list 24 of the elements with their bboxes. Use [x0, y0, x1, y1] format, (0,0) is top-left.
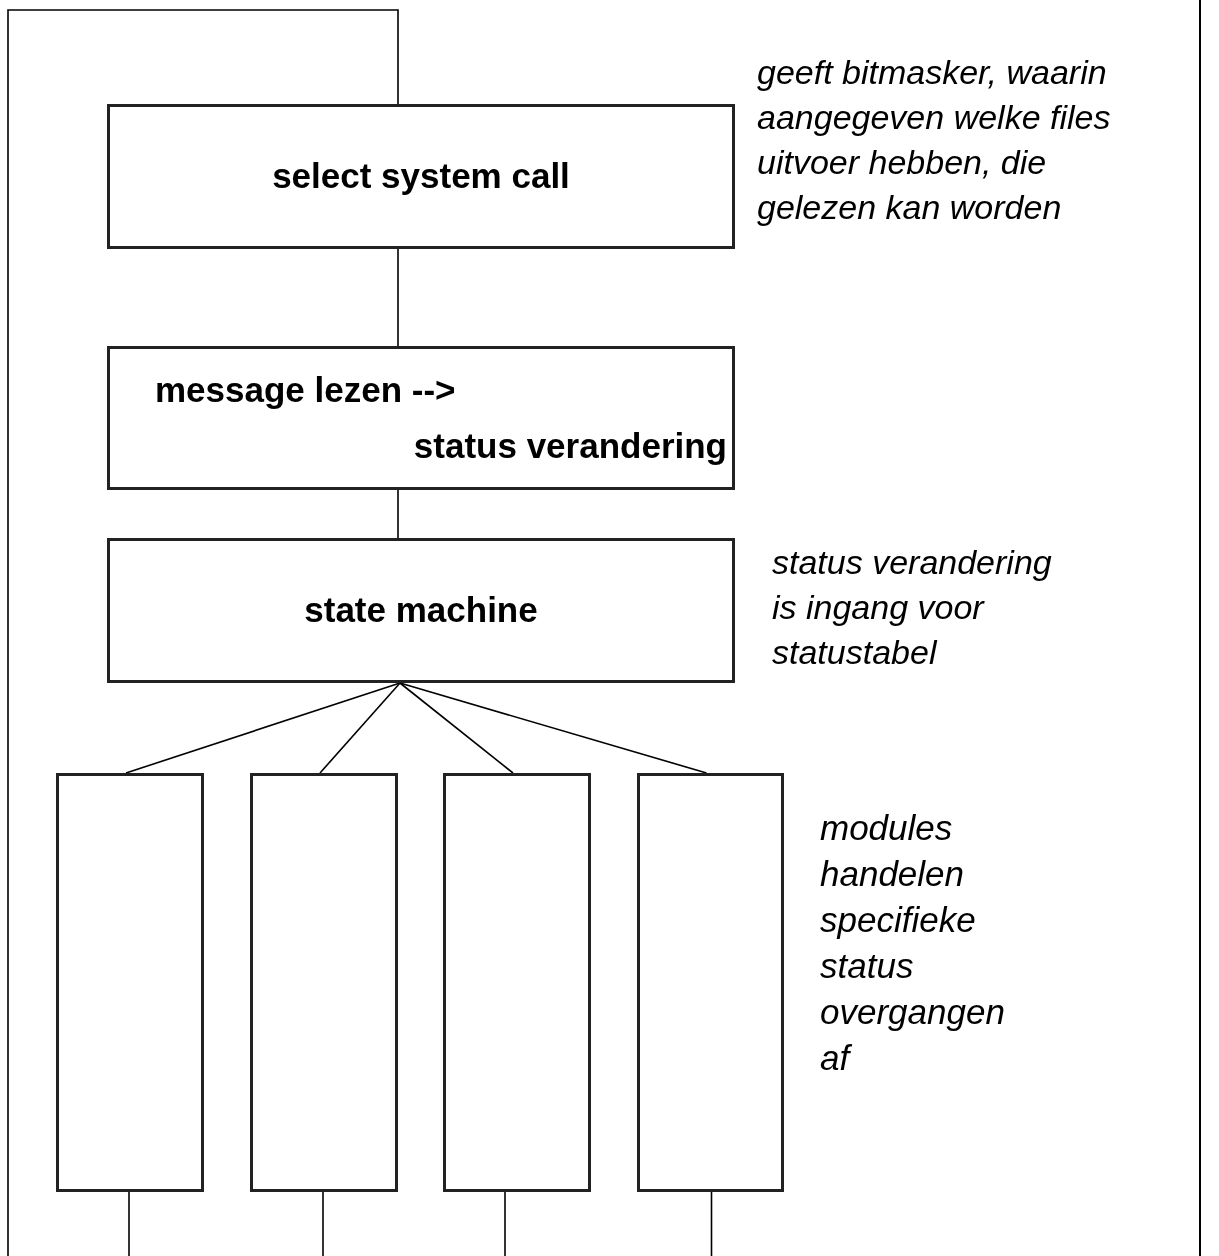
connector-line	[710, 1191, 713, 1256]
annotation-text: geeft bitmasker, waarin aangegeven welke files uitvoer hebben, die gelezen kan worden	[757, 52, 1112, 228]
process-box	[107, 104, 735, 249]
annotation-text: status verandering is ingang voor statustabel	[772, 542, 1053, 673]
connector-line	[7, 9, 399, 1256]
connector-line	[319, 682, 401, 774]
connector-line	[128, 1191, 130, 1256]
process-box	[107, 538, 735, 683]
box-label: select system call	[272, 156, 570, 197]
module-box	[637, 773, 784, 1192]
connector-line	[125, 682, 401, 774]
box-label: state machine	[304, 590, 538, 631]
process-box	[107, 346, 735, 490]
connector-line	[397, 248, 399, 347]
module-box	[250, 773, 398, 1192]
module-box	[443, 773, 591, 1192]
box-label: message lezen -->	[155, 369, 456, 410]
module-box	[56, 773, 204, 1192]
connector-line	[504, 1191, 506, 1256]
annotation-text: modules handelen specifieke status overgangen af	[820, 807, 1006, 1079]
box-label: status verandering	[413, 426, 727, 467]
connector-line	[397, 489, 399, 539]
connector-line	[399, 682, 514, 774]
connector-line	[322, 1191, 324, 1256]
